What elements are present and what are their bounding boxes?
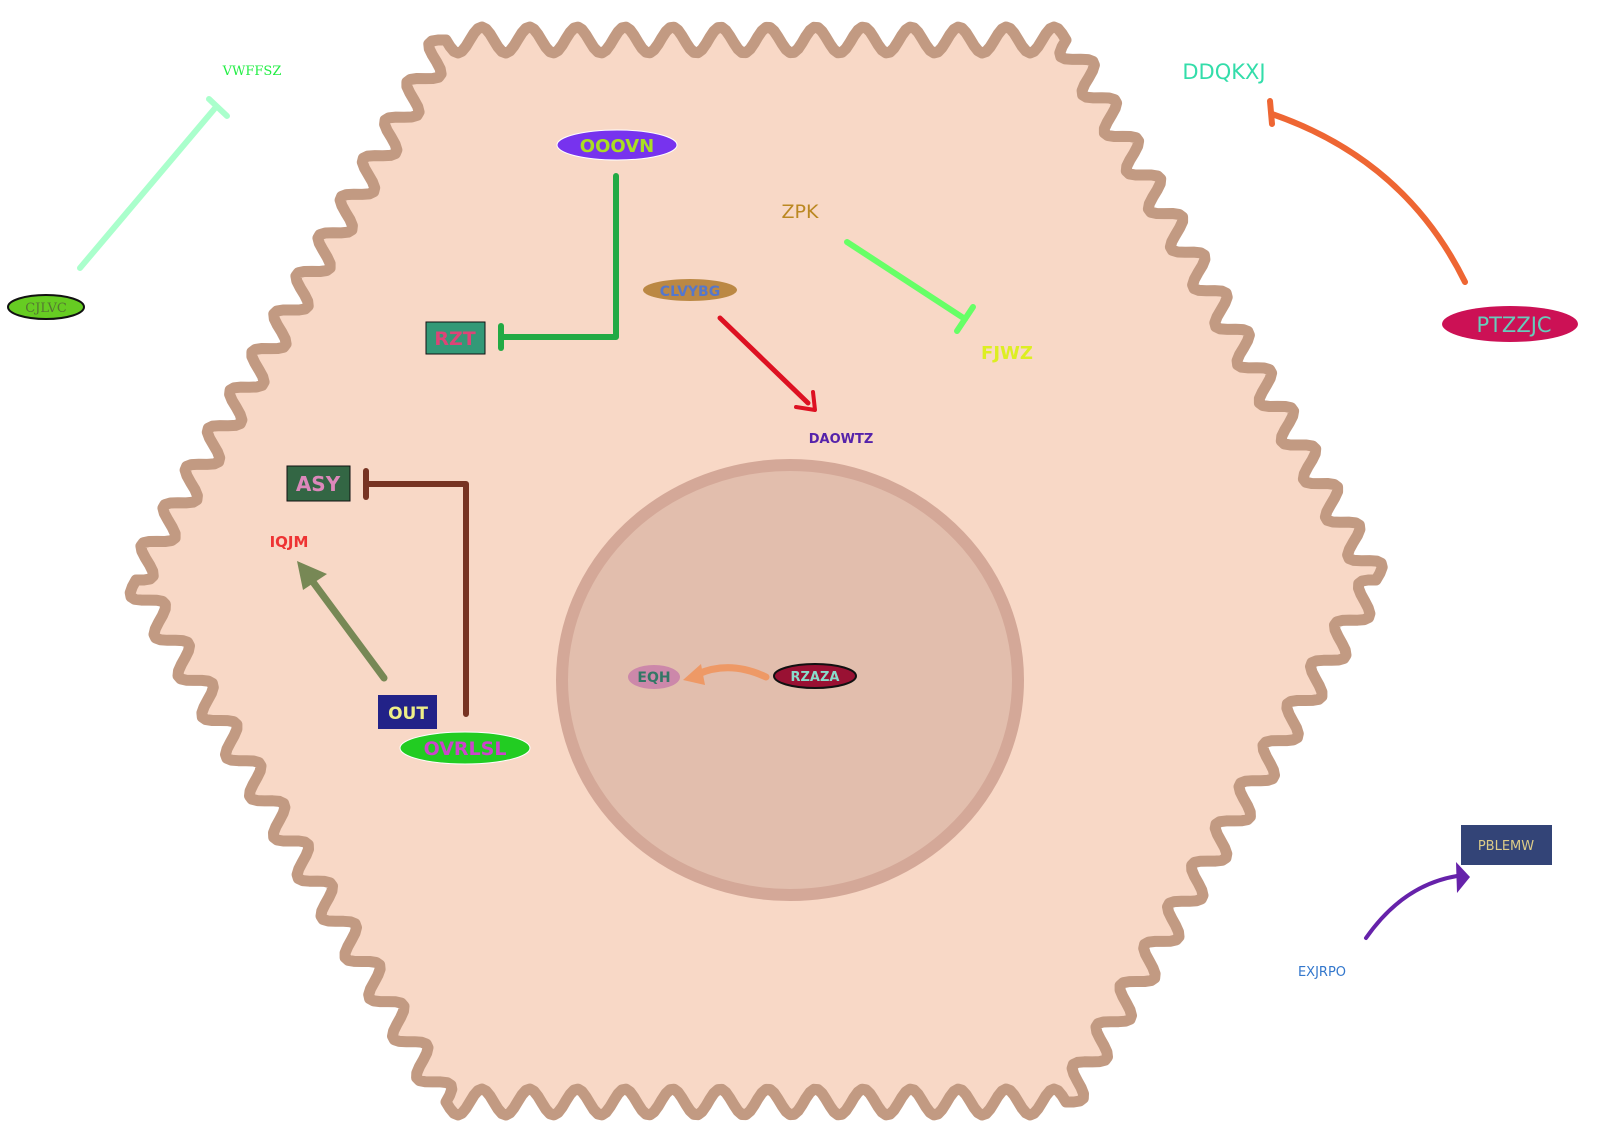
edge-out-activates-iqjm xyxy=(297,561,388,682)
node-pblemw-label: PBLEMW xyxy=(1478,839,1534,854)
edge-cjlvc-inhibits-vwffsz xyxy=(77,96,230,271)
node-exjrpo: EXJRPO xyxy=(1298,965,1346,980)
edge-exjrpo-activates-pblemw xyxy=(1364,862,1470,940)
node-cjlvc-label: CJLVC xyxy=(25,301,67,316)
node-ooovn: OOOVN xyxy=(556,129,678,161)
node-ptzzjc-label: PTZZJC xyxy=(1476,313,1551,337)
edge-ovrlsl-inhibits-asy xyxy=(363,468,469,717)
edge-ptzzjc-inhibits-ddqkxj xyxy=(1267,98,1468,285)
node-rzaza: RZAZA xyxy=(773,663,857,689)
node-eqh-label: EQH xyxy=(637,670,670,686)
node-iqjm: IQJM xyxy=(270,533,309,551)
node-ptzzjc: PTZZJC xyxy=(1442,306,1578,342)
edge-rzaza-activates-eqh xyxy=(683,664,770,685)
node-out: OUT xyxy=(378,695,437,729)
node-daowtz: DAOWTZ xyxy=(809,432,874,447)
node-ovrlsl: OVRLSL xyxy=(399,731,531,765)
node-out-label: OUT xyxy=(388,704,428,724)
node-rzaza-label: RZAZA xyxy=(791,670,840,685)
node-ddqkxj: DDQKXJ xyxy=(1182,60,1265,84)
node-rzt: RZT xyxy=(425,321,486,355)
edge-ooovn-inhibits-rzt xyxy=(498,173,619,351)
node-vwffsz: VWFFSZ xyxy=(222,64,282,79)
node-asy-label: ASY xyxy=(296,472,341,496)
edge-clvybg-activates-daowtz xyxy=(717,315,817,412)
node-fjwz: FJWZ xyxy=(981,343,1033,364)
node-zpk: ZPK xyxy=(782,201,819,223)
node-clvybg-label: CLVYBG xyxy=(660,284,720,300)
node-clvybg: CLVYBG xyxy=(643,279,737,301)
node-pblemw: PBLEMW xyxy=(1461,825,1552,865)
node-ooovn-label: OOOVN xyxy=(580,136,654,157)
node-cjlvc: CJLVC xyxy=(7,294,85,320)
node-asy: ASY xyxy=(286,465,351,502)
edge-zpk-inhibits-fjwz xyxy=(844,239,976,334)
node-rzt-label: RZT xyxy=(434,328,475,350)
node-ovrlsl-label: OVRLSL xyxy=(424,738,507,760)
node-eqh: EQH xyxy=(628,665,680,689)
